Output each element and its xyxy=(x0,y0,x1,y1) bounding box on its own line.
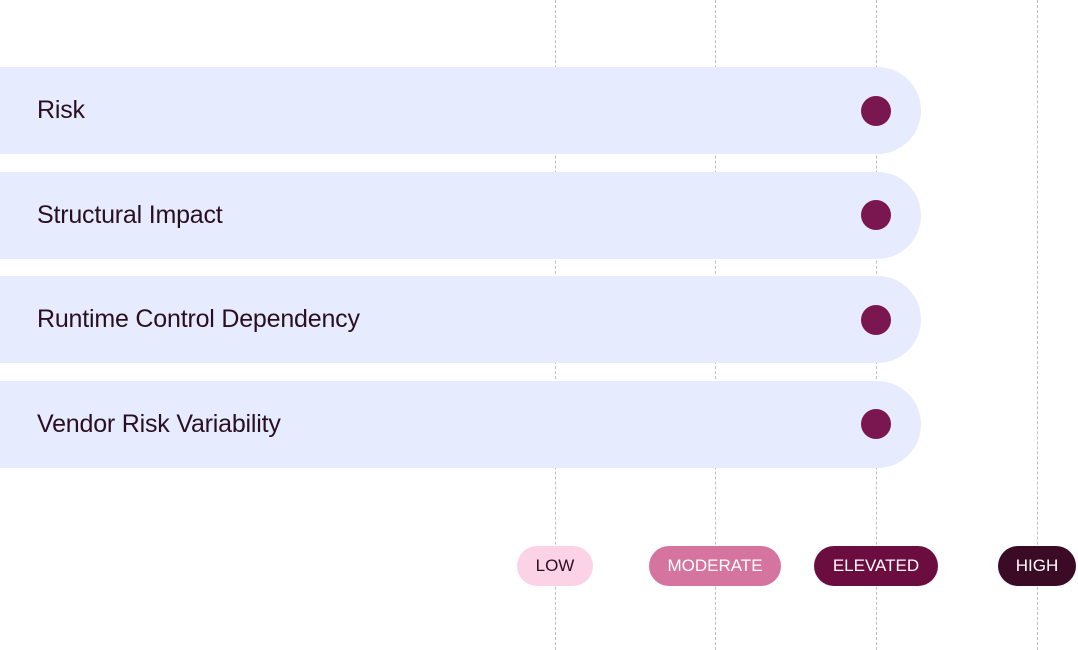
level-pill-elevated: ELEVATED xyxy=(814,546,938,586)
gridline-high xyxy=(1037,0,1038,650)
level-marker-dot xyxy=(861,95,891,126)
level-pill-low: LOW xyxy=(517,546,593,586)
category-label: Runtime Control Dependency xyxy=(37,305,360,333)
category-label: Risk xyxy=(37,96,85,124)
category-label: Structural Impact xyxy=(37,200,223,229)
level-marker-dot xyxy=(861,304,891,335)
category-row: Vendor Risk Variability xyxy=(0,380,921,468)
level-marker-dot xyxy=(861,200,891,230)
category-row: Structural Impact xyxy=(0,171,921,259)
level-marker-dot xyxy=(861,409,891,439)
level-pill-high: HIGH xyxy=(998,546,1076,586)
level-pill-moderate: MODERATE xyxy=(649,546,781,586)
category-row: Risk xyxy=(0,67,921,154)
category-label: Vendor Risk Variability xyxy=(37,409,281,438)
category-row: Runtime Control Dependency xyxy=(0,276,921,363)
